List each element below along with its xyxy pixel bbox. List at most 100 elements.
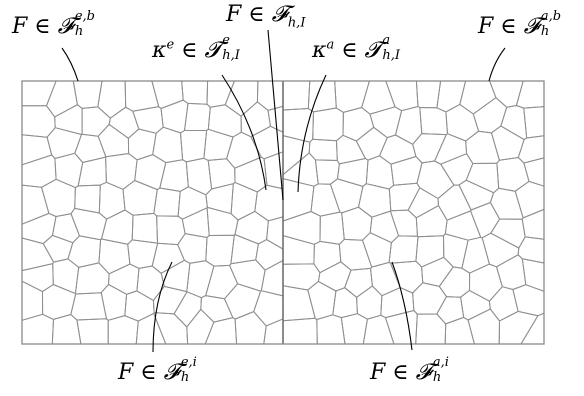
mesh-element [355, 126, 388, 161]
mesh-element [282, 235, 315, 265]
mesh-element [520, 312, 545, 345]
mesh-element [440, 153, 474, 186]
mesh-element [317, 261, 352, 292]
mesh-element [46, 127, 82, 159]
mesh-element [389, 209, 418, 237]
mesh-element [100, 283, 128, 321]
mesh-element [332, 287, 358, 319]
mesh-element [472, 97, 508, 134]
mesh-element [98, 181, 126, 220]
mesh-element [234, 311, 267, 345]
mesh-element [459, 80, 497, 115]
leader-top-right [488, 47, 506, 82]
mesh-element [512, 284, 545, 317]
mesh-element [388, 235, 419, 264]
mesh-element [177, 233, 208, 264]
mesh-element [263, 318, 284, 345]
mesh-element [207, 104, 242, 138]
mesh-element [361, 80, 396, 115]
mesh-element [230, 181, 258, 221]
mesh-element [385, 80, 419, 112]
mesh-element [444, 316, 475, 345]
mesh-element [122, 180, 158, 216]
mesh-element [481, 232, 520, 268]
mesh-element [523, 157, 545, 187]
mesh-element [521, 208, 545, 240]
mesh-element [151, 80, 184, 109]
mesh-element [498, 310, 539, 345]
leader-mid-right [297, 74, 327, 193]
mesh-element [437, 184, 472, 221]
mesh-element [260, 259, 284, 297]
mesh-element [54, 104, 83, 135]
mesh-element [135, 312, 167, 345]
mesh-element [416, 160, 455, 199]
mesh-element [70, 292, 107, 321]
leader-mid-left [221, 74, 267, 191]
mesh-element [52, 258, 80, 295]
mesh-element [153, 312, 189, 345]
mesh-element [282, 285, 316, 322]
mesh-element [159, 159, 189, 192]
mesh-element [101, 209, 134, 245]
mesh-element [458, 179, 495, 211]
mesh-element [421, 256, 454, 287]
mesh-element [204, 317, 238, 345]
mesh-element [465, 130, 500, 164]
mesh-element [205, 183, 234, 215]
mesh-element [461, 236, 490, 274]
leader-top-center [267, 29, 284, 201]
mesh-element [489, 80, 524, 108]
mesh-element [521, 258, 545, 292]
mesh-element [489, 187, 524, 220]
mesh-element [226, 131, 262, 169]
mesh-element [21, 105, 56, 138]
mesh-element [234, 156, 268, 193]
mesh-element [205, 264, 239, 300]
mesh-element [338, 238, 373, 271]
mesh-element [490, 218, 526, 249]
mesh-element [206, 80, 235, 108]
mesh-element [256, 80, 284, 111]
mesh-element [282, 211, 321, 245]
leader-bot-left [152, 261, 173, 353]
mesh-element [369, 210, 400, 244]
mesh-element [307, 280, 337, 320]
mesh-element [97, 123, 130, 158]
mesh-element [181, 80, 209, 105]
mesh-element [443, 233, 469, 269]
mesh-element [282, 317, 318, 345]
mesh-element [230, 234, 259, 265]
mesh-element [415, 313, 447, 345]
mesh-element [436, 296, 465, 325]
mesh-element [380, 287, 415, 319]
mesh-element [200, 295, 234, 323]
domain-frame [21, 80, 545, 345]
mesh-element [415, 235, 445, 268]
mesh-element [334, 80, 370, 113]
mesh-element [184, 102, 211, 131]
mesh-element [356, 285, 383, 320]
mesh-element [319, 211, 345, 245]
mesh-element [97, 80, 127, 119]
mesh-element [419, 107, 448, 136]
mesh-element [500, 105, 528, 141]
mesh-element [107, 315, 139, 345]
mesh-element [186, 308, 215, 345]
mesh-element [316, 314, 346, 345]
mesh-element [415, 205, 448, 238]
mesh-element [407, 187, 439, 219]
mesh-element [369, 106, 403, 139]
mesh-element [52, 213, 80, 244]
mesh-element [205, 234, 235, 267]
mesh-element [312, 107, 344, 142]
mesh-element [124, 290, 155, 322]
mesh-element [515, 80, 545, 109]
leader-bot-right [391, 261, 413, 351]
mesh-element [340, 313, 368, 345]
